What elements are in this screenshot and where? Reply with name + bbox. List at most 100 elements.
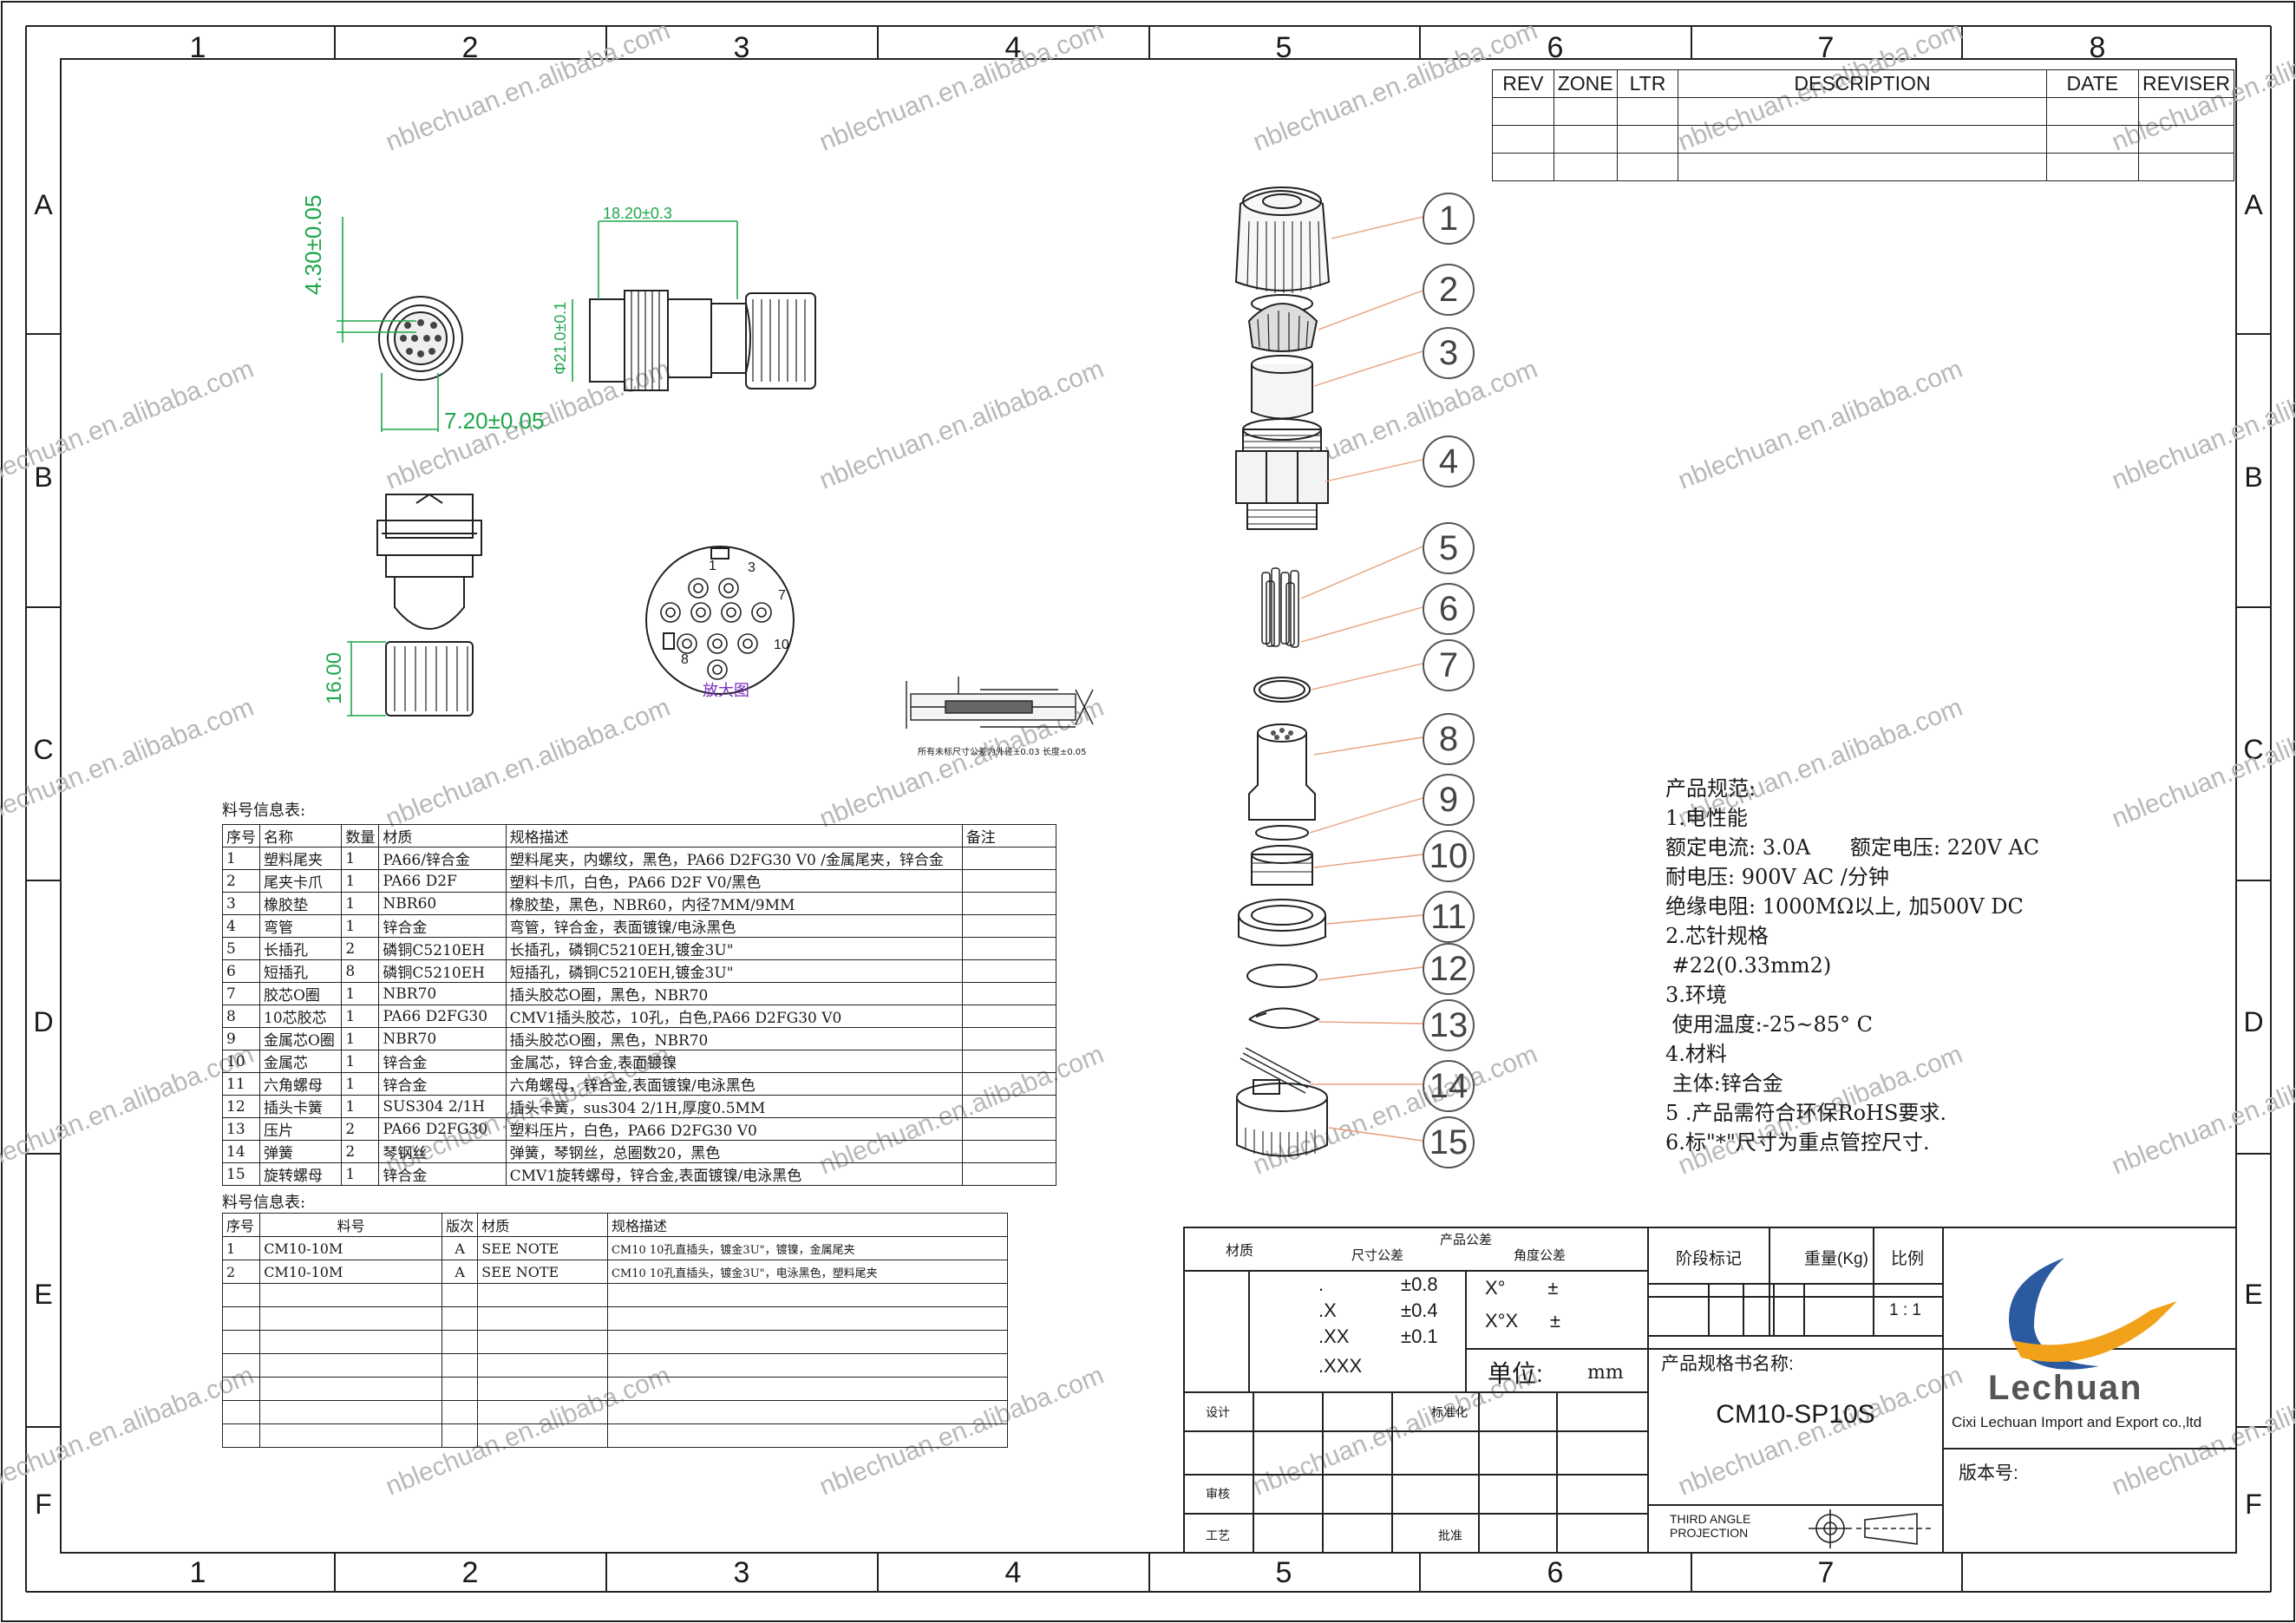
spec-line: 2.芯针规格 bbox=[1665, 924, 1769, 948]
company-logo-text: Lechuan bbox=[1988, 1369, 2143, 1407]
balloon-5: 5 bbox=[1423, 522, 1475, 574]
revision-table: REV ZONE LTR DESCRIPTION DATE REVISER bbox=[1492, 69, 2234, 181]
spec-line: 耐电压: 900V AC /分钟 bbox=[1665, 865, 1889, 889]
product-specs: 产品规范: 1.电性能 额定电流: 3.0A 额定电压: 220V AC 耐电压… bbox=[1665, 774, 2039, 1157]
spec-line: 4.材料 bbox=[1665, 1042, 1727, 1066]
projection-symbol bbox=[1809, 1509, 1934, 1548]
dim-offset: 7.20±0.05 bbox=[444, 408, 545, 434]
material-table-title: 料号信息表: bbox=[222, 1194, 306, 1212]
balloon-6: 6 bbox=[1423, 583, 1475, 635]
angle-row: X° ± bbox=[1485, 1277, 1559, 1299]
grid-col-label: 3 bbox=[733, 31, 750, 64]
rev-header: LTR bbox=[1616, 69, 1679, 98]
section-note: 所有未标尺寸公差为外径±0.03 长度±0.05 bbox=[918, 748, 1087, 757]
balloon-12: 12 bbox=[1423, 943, 1475, 995]
tb-projection: THIRD ANGLE PROJECTION bbox=[1670, 1512, 1750, 1540]
grid-col-label: 4 bbox=[1004, 31, 1022, 64]
spec-line: 3.环境 bbox=[1665, 983, 1727, 1007]
tb-material-label: 材质 bbox=[1226, 1244, 1254, 1259]
balloon-10: 10 bbox=[1423, 830, 1475, 882]
section-view bbox=[906, 677, 1094, 729]
tb-version-label: 版本号: bbox=[1959, 1463, 2018, 1483]
tb-unit-label: 单位: bbox=[1488, 1360, 1543, 1387]
parts-header: 规格描述 bbox=[505, 824, 963, 847]
pin-label: 7 bbox=[778, 588, 786, 603]
tb-weight-label: 重量(Kg) bbox=[1804, 1250, 1868, 1268]
grid-col-label: 5 bbox=[1275, 31, 1292, 64]
pin-label: 8 bbox=[681, 652, 689, 667]
balloon-11: 11 bbox=[1423, 891, 1475, 943]
grid-col-label: 2 bbox=[461, 31, 479, 64]
lechuan-logo-graphic bbox=[2009, 1258, 2177, 1370]
bottom-view bbox=[376, 493, 482, 717]
grid-col-label: 8 bbox=[2089, 31, 2106, 64]
tol-row: . bbox=[1318, 1273, 1325, 1295]
company-name: Cixi Lechuan Import and Export co.,ltd bbox=[1952, 1414, 2202, 1430]
tol-row: ±0.1 bbox=[1401, 1325, 1438, 1347]
projection-line: THIRD ANGLE bbox=[1670, 1512, 1751, 1526]
grid-row-label: C bbox=[33, 734, 54, 765]
balloon-9: 9 bbox=[1423, 774, 1475, 826]
tb-angle-tol-label: 角度公差 bbox=[1514, 1248, 1567, 1263]
grid-row-label: E bbox=[34, 1279, 53, 1310]
balloon-7: 7 bbox=[1423, 639, 1475, 691]
tol-row: .XX bbox=[1318, 1325, 1350, 1347]
spec-line: 使用温度:-25~85° C bbox=[1665, 1012, 1874, 1037]
angle-row: X°X ± bbox=[1485, 1310, 1560, 1332]
grid-col-label: 1 bbox=[189, 1556, 206, 1589]
pin-label: 10 bbox=[774, 638, 789, 652]
balloon-4: 4 bbox=[1423, 435, 1475, 488]
grid-col-label: 5 bbox=[1275, 1556, 1292, 1589]
spec-line: 6.标"*"尺寸为重点管控尺寸. bbox=[1665, 1130, 1930, 1155]
exploded-view bbox=[1234, 187, 1331, 1157]
spec-line: #22(0.33mm2) bbox=[1665, 953, 1832, 978]
mat-header: 规格描述 bbox=[606, 1213, 1009, 1237]
leader-lines bbox=[1300, 216, 1423, 1142]
tb-unit-value: mm bbox=[1587, 1362, 1624, 1384]
tol-row: .X bbox=[1318, 1299, 1337, 1321]
rev-header: REV bbox=[1492, 69, 1554, 98]
side-view bbox=[589, 290, 816, 391]
tb-stage-label: 阶段标记 bbox=[1675, 1250, 1742, 1268]
spec-line: 产品规范: bbox=[1665, 776, 1756, 801]
tb-standard-label: 标准化 bbox=[1431, 1405, 1468, 1419]
grid-row-label: B bbox=[34, 461, 53, 493]
balloon-14: 14 bbox=[1423, 1060, 1475, 1112]
balloon-8: 8 bbox=[1423, 713, 1475, 765]
parts-header: 备注 bbox=[961, 824, 1057, 847]
spec-line: 主体:锌合金 bbox=[1665, 1071, 1783, 1096]
grid-col-label: 4 bbox=[1004, 1556, 1022, 1589]
balloon-3: 3 bbox=[1423, 327, 1475, 379]
grid-col-label: 6 bbox=[1547, 31, 1564, 64]
grid-col-label: 7 bbox=[1817, 31, 1835, 64]
tb-tolerance-label: 产品公差 bbox=[1440, 1233, 1493, 1247]
tol-row: .XXX bbox=[1318, 1355, 1363, 1377]
pinout-view bbox=[645, 546, 795, 695]
grid-col-label: 6 bbox=[1547, 1556, 1564, 1589]
pin-label: 3 bbox=[748, 560, 756, 575]
grid-row-label: F bbox=[35, 1489, 52, 1520]
grid-row-label: D bbox=[2243, 1006, 2264, 1037]
tb-product-name-label: 产品规格书名称: bbox=[1661, 1354, 1794, 1374]
spec-line: 5 .产品需符合环保RoHS要求. bbox=[1665, 1101, 1947, 1125]
grid-col-label: 1 bbox=[189, 31, 206, 64]
grid-col-label: 3 bbox=[733, 1556, 750, 1589]
projection-line: PROJECTION bbox=[1670, 1526, 1749, 1540]
pinout-caption: 放大图 bbox=[703, 682, 749, 700]
tb-approve-label: 批准 bbox=[1438, 1528, 1462, 1542]
